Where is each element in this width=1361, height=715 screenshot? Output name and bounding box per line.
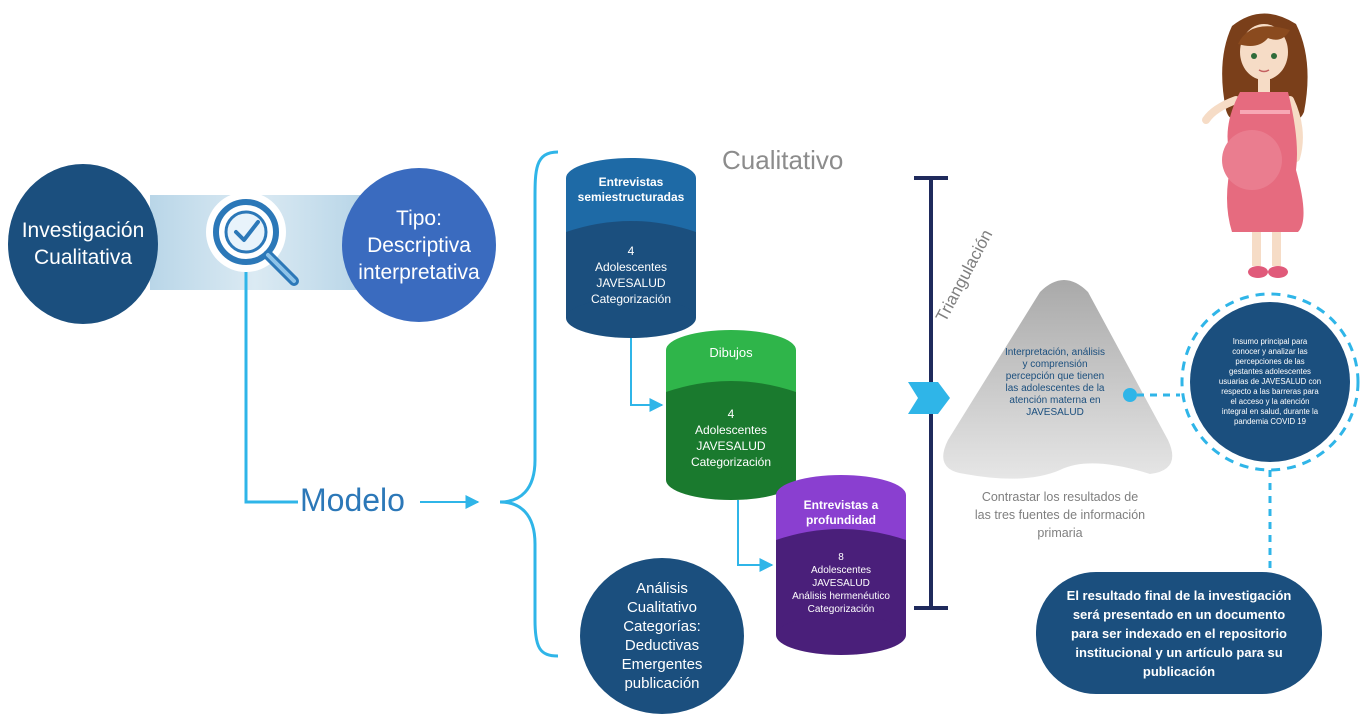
cyl2-line-4: Categorización xyxy=(690,455,772,469)
circle-investigacion: Investigación Cualitativa xyxy=(8,164,158,324)
insumo-line-3: percepciones de las xyxy=(1235,357,1305,366)
cyl1-title-line-1: Entrevistas xyxy=(598,175,664,189)
analisis-line-5: Emergentes xyxy=(621,656,703,673)
cyl2-body: 4 Adolescentes JAVESALUD Categorización xyxy=(666,406,796,470)
tipo-line-1: Tipo: xyxy=(396,206,442,230)
cylinder-entrevistas-semi xyxy=(566,158,696,338)
cyl1-count: 4 xyxy=(627,244,635,258)
cyl3-line-3: JAVESALUD xyxy=(812,578,870,589)
cyl3-title: Entrevistas a profundidad xyxy=(776,498,906,528)
connector-line-modelo xyxy=(244,272,298,504)
analisis-line-4: Deductivas xyxy=(624,637,700,654)
section-title-cualitativo: Cualitativo xyxy=(722,145,844,175)
cyl2-title: Dibujos xyxy=(666,345,796,361)
investigacion-line-2: Cualitativa xyxy=(33,246,133,269)
resultado-line-1: El resultado final de la investigación xyxy=(1066,587,1292,603)
chevron-icon xyxy=(908,382,950,414)
cyl3-line-5: Categorización xyxy=(807,604,875,615)
triangle-line-2: y comprensión xyxy=(1022,359,1088,370)
investigacion-line-1: Investigación xyxy=(21,219,145,242)
insumo-line-6: respecto a las barreras para xyxy=(1221,387,1319,396)
triangle-line-3: percepción que tienen xyxy=(1005,371,1105,382)
cyl2-line-3: JAVESALUD xyxy=(696,439,766,453)
analisis-line-3: Categorías: xyxy=(623,618,701,635)
resultado-line-3: para ser indexado en el repositorio xyxy=(1070,625,1287,641)
insumo-line-5: usuarias de JAVESALUD con xyxy=(1218,377,1322,386)
analisis-line-6: publicación xyxy=(624,675,700,692)
contrastar-line-2: las tres fuentes de información xyxy=(974,508,1146,522)
triangle-text: Interpretación, análisis y comprensión p… xyxy=(990,347,1120,419)
cyl2-title-line-1: Dibujos xyxy=(709,345,753,360)
triangle-line-4: las adolescentes de la xyxy=(1005,383,1105,394)
insumo-ring xyxy=(1180,292,1360,472)
contrastar-line-1: Contrastar los resultados de xyxy=(981,490,1139,504)
triangle-line-5: atención materna en xyxy=(1009,395,1101,406)
cyl2-line-2: Adolescentes xyxy=(694,423,768,437)
insumo-line-9: pandemia COVID 19 xyxy=(1234,417,1306,426)
connector-dot xyxy=(1123,388,1137,402)
tipo-line-3: interpretativa xyxy=(358,260,480,284)
circle-analisis: Análisis Cualitativo Categorías: Deducti… xyxy=(580,558,744,714)
cyl1-title-line-2: semiestructuradas xyxy=(577,190,685,204)
arrow-cyl2-cyl3 xyxy=(737,500,774,572)
curly-brace xyxy=(499,150,559,658)
cyl1-body: 4 Adolescentes JAVESALUD Categorización xyxy=(566,243,696,307)
cyl3-line-2: Adolescentes xyxy=(810,565,872,576)
resultado-box: El resultado final de la investigación s… xyxy=(1036,572,1322,694)
tipo-line-2: Descriptiva xyxy=(367,233,471,257)
analisis-line-2: Cualitativo xyxy=(626,599,698,616)
insumo-line-1: Insumo principal para xyxy=(1232,337,1308,346)
triangle-line-6: JAVESALUD xyxy=(1026,407,1084,418)
cylinder-entrevistas-prof xyxy=(776,475,906,655)
cyl3-title-line-1: Entrevistas a xyxy=(803,498,879,512)
triangle-shape xyxy=(943,280,1173,479)
resultado-line-5: publicación xyxy=(1142,663,1216,679)
cyl3-line-4: Análisis hermenéutico xyxy=(792,591,890,602)
cyl1-title: Entrevistas semiestructuradas xyxy=(566,175,696,205)
resultado-line-2: será presentado en un documento xyxy=(1072,606,1286,622)
cyl3-title-line-2: profundidad xyxy=(806,513,876,527)
magnifier-icon xyxy=(206,192,299,286)
insumo-line-4: gestantes adolescentes xyxy=(1229,367,1311,376)
resultado-line-4: institucional y un artículo para su xyxy=(1075,644,1283,660)
cyl3-count: 8 xyxy=(838,552,844,563)
pregnant-girl-illustration xyxy=(1202,13,1308,278)
circle-tipo: Tipo: Descriptiva interpretativa xyxy=(342,168,496,322)
insumo-line-2: conocer y analizar las xyxy=(1232,347,1308,356)
contrastar-line-3: primaria xyxy=(1037,526,1083,540)
circle-insumo: Insumo principal para conocer y analizar… xyxy=(1190,302,1350,462)
analisis-line-1: Análisis xyxy=(636,580,688,597)
modelo-label: Modelo xyxy=(300,482,405,518)
insumo-line-7: el acceso y la atención xyxy=(1230,397,1310,406)
cylinder-dibujos xyxy=(666,330,796,500)
triangle-line-1: Interpretación, análisis xyxy=(1004,347,1106,358)
cyl1-line-2: Adolescentes xyxy=(594,260,668,274)
cyl1-line-4: Categorización xyxy=(590,292,672,306)
insumo-line-8: integral en salud, durante la xyxy=(1221,407,1319,416)
cyl1-line-3: JAVESALUD xyxy=(596,276,666,290)
cyl3-body: 8 Adolescentes JAVESALUD Análisis hermen… xyxy=(776,551,906,616)
arrow-cyl1-cyl2 xyxy=(630,338,664,412)
cyl2-count: 4 xyxy=(727,407,735,421)
contrastar-text: Contrastar los resultados de las tres fu… xyxy=(960,488,1160,542)
